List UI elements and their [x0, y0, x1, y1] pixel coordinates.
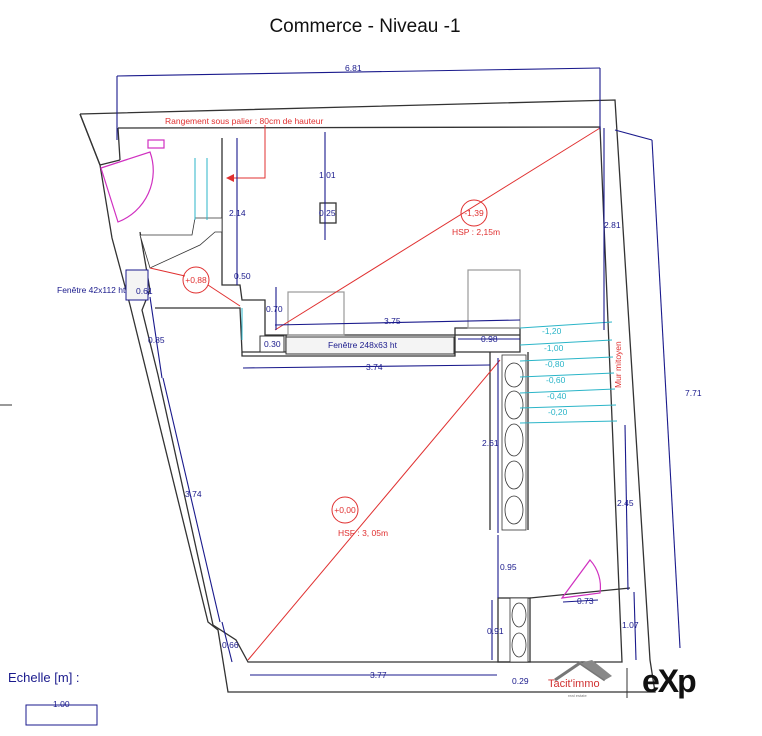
storage-note: Rangement sous palier : 80cm de hauteur	[165, 116, 323, 126]
dim-0-50: 0.50	[234, 271, 251, 281]
party-wall-label: Mur mitoyen	[613, 341, 623, 388]
dim-1-01: 1.01	[319, 170, 336, 180]
svg-text:Tacit'immo: Tacit'immo	[548, 678, 600, 690]
dim-2-45: 2.45	[617, 498, 634, 508]
scale-value: 1.00	[53, 699, 70, 709]
stair-step: -0,80	[545, 359, 565, 369]
dim-0-30: 0.30	[264, 339, 281, 349]
dim-2-61: 2.61	[482, 438, 499, 448]
tacit-immo-logo: Tacit'immo real estate	[548, 660, 612, 698]
hsp-main: HSF : 3, 05m	[338, 528, 388, 538]
window-center	[285, 336, 455, 355]
dim-2-81: 2.81	[604, 220, 621, 230]
window-left-label: Fenêtre 42x112 ht	[57, 285, 126, 295]
svg-text:real estate: real estate	[568, 693, 587, 698]
dim-right-overall: 7.71	[685, 388, 702, 398]
scale-bar: 1.00	[25, 699, 98, 726]
dim-1-07: 1.07	[622, 620, 639, 630]
stair-step: -0,60	[546, 375, 566, 385]
dim-0-61: 0.61	[136, 286, 153, 296]
window-left	[125, 269, 149, 301]
dim-0-73: 0.73	[577, 596, 594, 606]
level-main: +0,00	[334, 505, 356, 515]
dim-3-75: 3.75	[384, 316, 401, 326]
level-landing: +0,88	[185, 275, 207, 285]
hsp-upper: HSP : 2,15m	[452, 227, 500, 237]
stair-step: -0,20	[548, 407, 568, 417]
dim-3-74-vertical: 3.74	[185, 489, 202, 499]
dim-0-95: 0.95	[500, 562, 517, 572]
dim-0-70: 0.70	[266, 304, 283, 314]
dim-top-overall: 6.81	[345, 63, 362, 73]
dim-0-25: 0.25	[319, 208, 336, 218]
dim-3-74-horizontal: 3.74	[366, 362, 383, 372]
window-center-label: Fenêtre 248x63 ht	[328, 340, 398, 350]
dim-0-66: 0.66	[222, 640, 239, 650]
stairs: -1,20 -1,00 -0,80 -0,60 -0,40 -0,20	[519, 321, 618, 424]
walls	[79, 99, 656, 693]
level-upper: -1,39	[464, 208, 484, 218]
dim-3-77: 3.77	[370, 670, 387, 680]
stair-step: -1,00	[544, 343, 564, 353]
scale-label: Echelle [m] :	[8, 670, 80, 685]
dim-0-85: 0.85	[148, 335, 165, 345]
stair-step: -1,20	[542, 326, 562, 336]
stair-step: -0,40	[547, 391, 567, 401]
dim-0-91: 0.91	[487, 626, 504, 636]
dim-0-98: 0.98	[481, 334, 498, 344]
dim-0-29: 0.29	[512, 676, 529, 686]
pillar	[319, 202, 337, 224]
door-swing-right	[560, 559, 602, 599]
exp-logo: eXp	[642, 663, 696, 699]
dim-2-14: 2.14	[229, 208, 246, 218]
dimension-lines	[116, 67, 681, 676]
plan-title: Commerce - Niveau -1	[269, 16, 461, 37]
stone-wall	[139, 217, 529, 663]
door-swing-left	[100, 151, 154, 223]
